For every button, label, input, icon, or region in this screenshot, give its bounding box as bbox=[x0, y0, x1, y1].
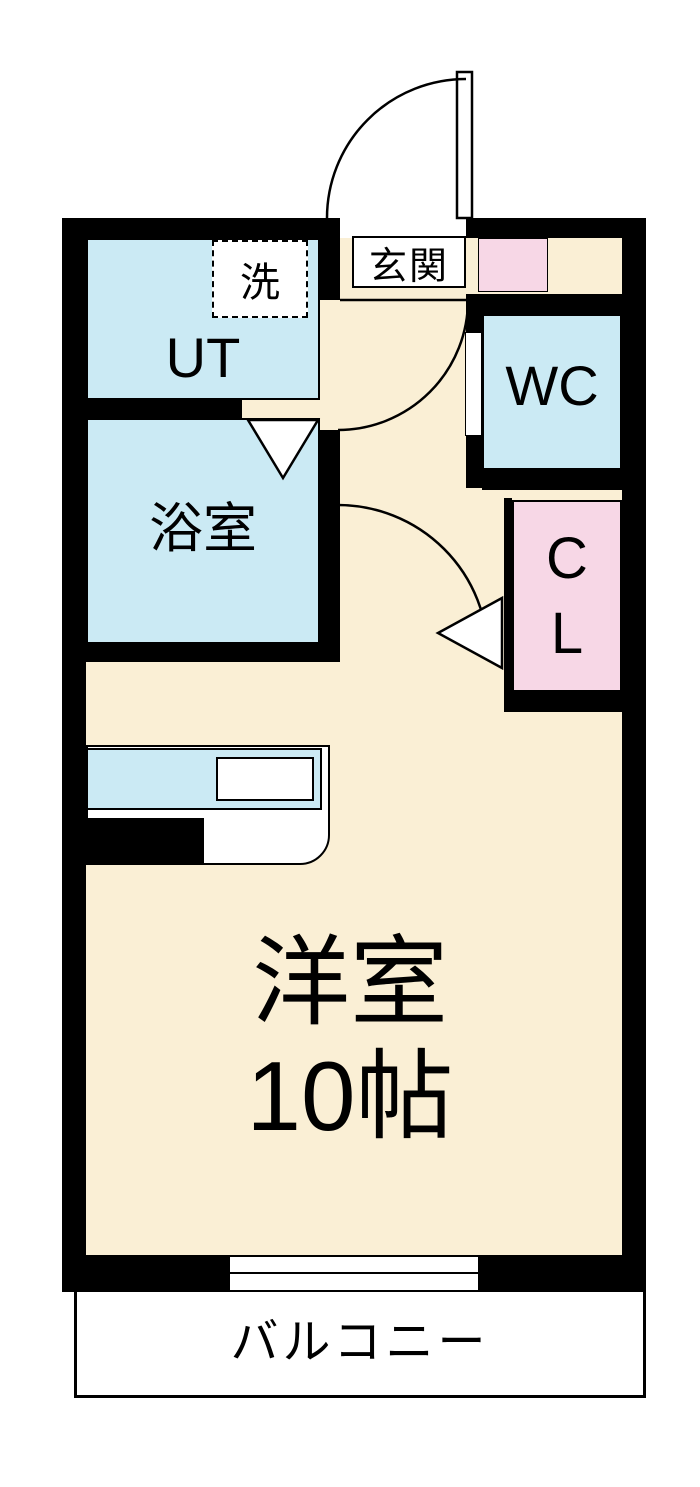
wall-ut-bath bbox=[86, 400, 242, 418]
main-room-label: 洋室 10帖 bbox=[246, 927, 454, 1151]
wall-wc-top bbox=[466, 294, 622, 314]
wall-hall-vertical-upper bbox=[320, 218, 340, 300]
shoe-cabinet bbox=[478, 238, 548, 292]
wc-door-leaf bbox=[465, 332, 482, 436]
closet-label: C L bbox=[546, 525, 588, 666]
genkan-label-box: 玄関 bbox=[352, 236, 466, 288]
balcony: バルコニー bbox=[74, 1292, 646, 1398]
wc-room bbox=[482, 314, 622, 470]
wall-wc-bottom bbox=[482, 470, 622, 490]
washer-label: 洗 bbox=[240, 261, 280, 305]
entrance-door-arc bbox=[325, 77, 467, 219]
closet-room bbox=[512, 500, 622, 692]
kitchen-stove-block bbox=[86, 818, 204, 864]
wall-top-right bbox=[466, 218, 646, 238]
ut-label: UT bbox=[165, 325, 241, 389]
wall-top-left bbox=[62, 218, 334, 238]
wall-hall-vertical-lower bbox=[320, 430, 340, 662]
genkan-label: 玄関 bbox=[368, 245, 449, 288]
balcony-window bbox=[228, 1255, 480, 1292]
wall-bath-bottom bbox=[86, 644, 340, 662]
kitchen-sink-basin bbox=[216, 757, 314, 801]
wall-left bbox=[62, 218, 86, 1292]
washer-box: 洗 bbox=[212, 240, 308, 318]
bath-label: 浴室 bbox=[149, 498, 257, 559]
wall-right bbox=[622, 218, 646, 1292]
window-center-line bbox=[230, 1272, 478, 1274]
entrance-door-leaf bbox=[455, 70, 474, 220]
wall-closet-left bbox=[504, 498, 512, 694]
wall-closet-bottom bbox=[504, 692, 646, 712]
balcony-label: バルコニー bbox=[230, 1316, 490, 1369]
wc-label: WC bbox=[505, 353, 599, 417]
